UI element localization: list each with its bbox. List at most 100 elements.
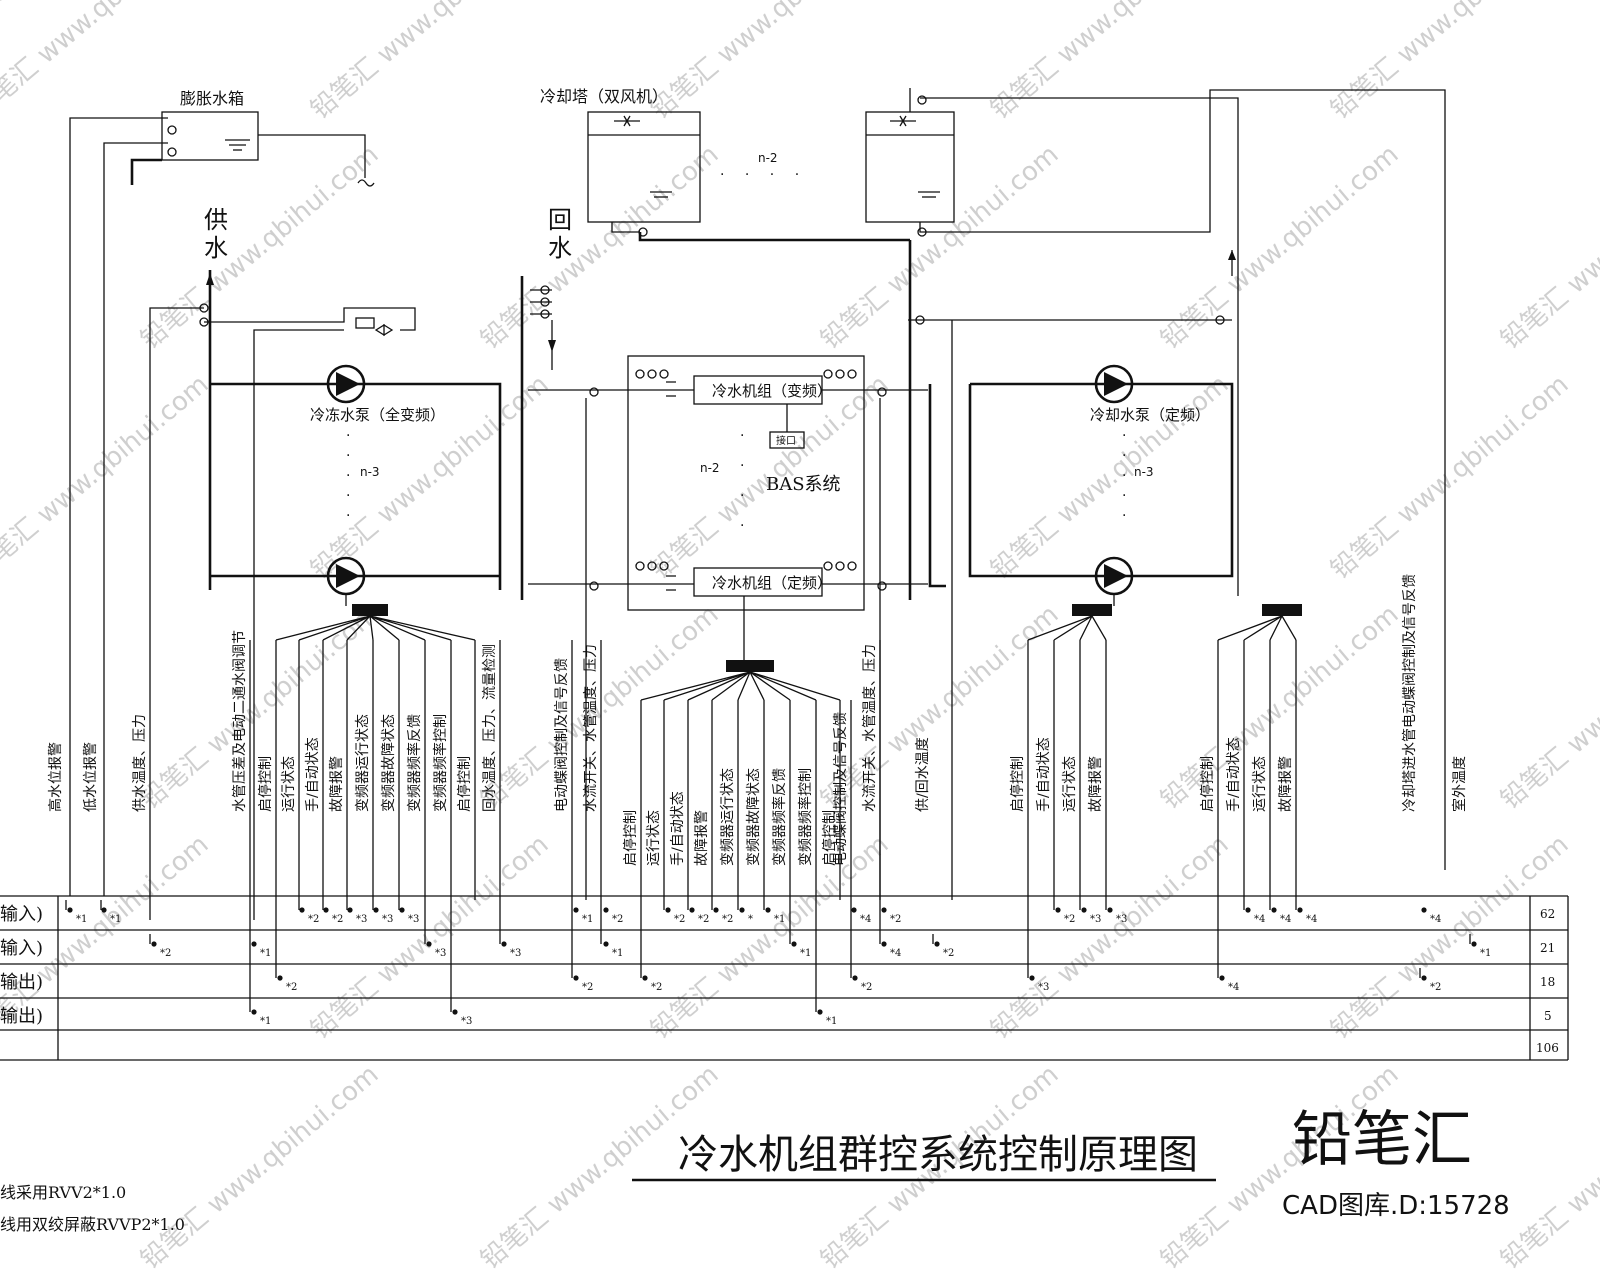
watermark-text: 铅笔汇 www.qbihui.com	[305, 829, 554, 1045]
table-marker-dot	[1421, 907, 1427, 913]
table-marker-11: *2	[722, 914, 733, 925]
signal-label-36: 冷却塔进水管电动蝶阀控制及信号反馈	[1402, 574, 1418, 812]
table-marker-dot	[151, 941, 157, 947]
table-marker-14: *4	[860, 914, 871, 925]
table-marker-dot	[1297, 907, 1303, 913]
table-marker-dot	[251, 941, 257, 947]
signal-label-10: 变频器频率反馈	[406, 714, 423, 812]
table-marker-1: *1	[110, 914, 121, 925]
table-marker-21: *4	[1306, 914, 1317, 925]
cooling-pump-terminal	[1072, 604, 1112, 616]
table-marker-dot	[689, 907, 695, 913]
supply-water-label: 供水	[0, 0, 2, 1]
row-label-2: 输出)	[0, 972, 43, 993]
table-marker-27: *1	[612, 948, 623, 959]
table-marker-18: *3	[1116, 914, 1127, 925]
table-marker-35: *2	[861, 982, 872, 993]
table-marker-dot	[67, 907, 73, 913]
signal-label-17: 运行状态	[646, 810, 662, 866]
table-marker-0: *1	[76, 914, 87, 925]
table-marker-dot	[817, 1009, 823, 1015]
watermark-text: 铅笔汇 www.qbihui.com	[645, 0, 894, 125]
table-marker-5: *3	[382, 914, 393, 925]
svg-text:·: ·	[346, 488, 350, 504]
tower-count: n-2	[758, 151, 778, 165]
table-marker-dot	[603, 941, 609, 947]
table-marker-28: *1	[800, 948, 811, 959]
svg-text:·: ·	[740, 488, 744, 504]
table-marker-4: *3	[356, 914, 367, 925]
signal-label-29: 手/自动状态	[1036, 737, 1052, 812]
watermark-text: 铅笔汇 www.qbihui.com	[1495, 1059, 1600, 1275]
table-marker-dot	[934, 941, 940, 947]
interface-label: 接口	[776, 434, 796, 447]
svg-text:·: ·	[1122, 428, 1126, 444]
svg-text:·: ·	[1122, 448, 1126, 464]
table-marker-8: *2	[612, 914, 623, 925]
row-label-0: 输入)	[0, 904, 43, 925]
watermark-text: 铅笔汇 www.qbihui.com	[985, 829, 1234, 1045]
table-marker-26: *3	[510, 948, 521, 959]
svg-text:供: 供	[204, 206, 228, 234]
table-marker-dot	[852, 975, 858, 981]
signal-label-12: 启停控制	[456, 756, 473, 812]
svg-text:水: 水	[548, 234, 572, 262]
svg-text:·: ·	[1122, 488, 1126, 504]
signal-label-37: 室外温度	[1451, 756, 1468, 812]
chiller-top-label: 冷水机组（变频）	[712, 382, 832, 400]
chilled-pump-terminal	[352, 604, 388, 616]
table-marker-dot	[347, 907, 353, 913]
signal-label-14: 电动蝶阀控制及信号反馈	[554, 658, 570, 812]
watermark-text: 铅笔汇 www.qbihui.com	[475, 139, 724, 355]
table-marker-2: *2	[308, 914, 319, 925]
signal-label-13: 回水温度、压力、流量检测	[482, 644, 498, 812]
table-marker-dot	[1219, 975, 1225, 981]
watermark-text: 铅笔汇 www.qbihui.com	[0, 369, 214, 585]
signal-label-27: 供/回水温度	[915, 737, 931, 812]
signal-label-22: 变频器频率反馈	[771, 768, 788, 866]
table-marker-10: *2	[698, 914, 709, 925]
table-marker-30: *2	[943, 948, 954, 959]
io-points-table: 输入) 输入) 输出) 输出) 62 21 18 5 106 *1*1*2*2*…	[0, 895, 1569, 1061]
watermark-text: 铅笔汇 www.qbihui.com	[1495, 139, 1600, 355]
row-total-1: 21	[1540, 941, 1555, 955]
signal-columns: 高水位报警低水位报警供水温度、压力水管压差及电动二通水阀调节启停控制运行状态手/…	[47, 574, 1471, 1012]
svg-text:. . . .: . . . .	[720, 163, 807, 179]
signal-label-1: 低水位报警	[83, 742, 99, 812]
signal-label-34: 运行状态	[1252, 756, 1268, 812]
svg-text:·: ·	[740, 458, 744, 474]
signal-label-31: 故障报警	[1088, 756, 1104, 812]
chiller-top	[693, 375, 823, 405]
watermark-text: 铅笔汇 www.qbihui.com	[475, 599, 724, 815]
watermark-logo: 铅笔汇	[1292, 1105, 1472, 1175]
svg-text:·: ·	[346, 468, 350, 484]
table-marker-20: *4	[1280, 914, 1291, 925]
signal-label-6: 手/自动状态	[305, 737, 321, 812]
table-marker-7: *1	[582, 914, 593, 925]
row-total-4: 106	[1536, 1041, 1559, 1055]
chiller-bottom	[693, 567, 823, 597]
table-marker-dot	[765, 907, 771, 913]
table-marker-17: *3	[1090, 914, 1101, 925]
table-marker-dot	[1029, 975, 1035, 981]
signal-label-18: 手/自动状态	[670, 791, 686, 866]
table-marker-dot	[1271, 907, 1277, 913]
chiller-bottom-label: 冷水机组（定频）	[712, 574, 832, 592]
signal-label-28: 启停控制	[1009, 756, 1026, 812]
table-marker-41: *1	[826, 1016, 837, 1027]
table-marker-dot	[1107, 907, 1113, 913]
table-marker-12: *	[748, 914, 753, 925]
signal-label-11: 变频器频率控制	[432, 714, 449, 812]
signal-label-8: 变频器运行状态	[355, 714, 371, 812]
table-marker-22: *4	[1430, 914, 1441, 925]
row-total-3: 5	[1544, 1009, 1552, 1023]
table-marker-dot	[851, 907, 857, 913]
table-marker-dot	[881, 907, 887, 913]
signal-fanout	[275, 615, 1297, 701]
svg-text:·: ·	[346, 428, 350, 444]
table-marker-dot	[573, 907, 579, 913]
table-marker-dot	[452, 1009, 458, 1015]
supply-return-pipes: 供 水 回 水 供水 回水	[0, 0, 572, 920]
signal-label-9: 变频器故障状态	[381, 714, 397, 812]
